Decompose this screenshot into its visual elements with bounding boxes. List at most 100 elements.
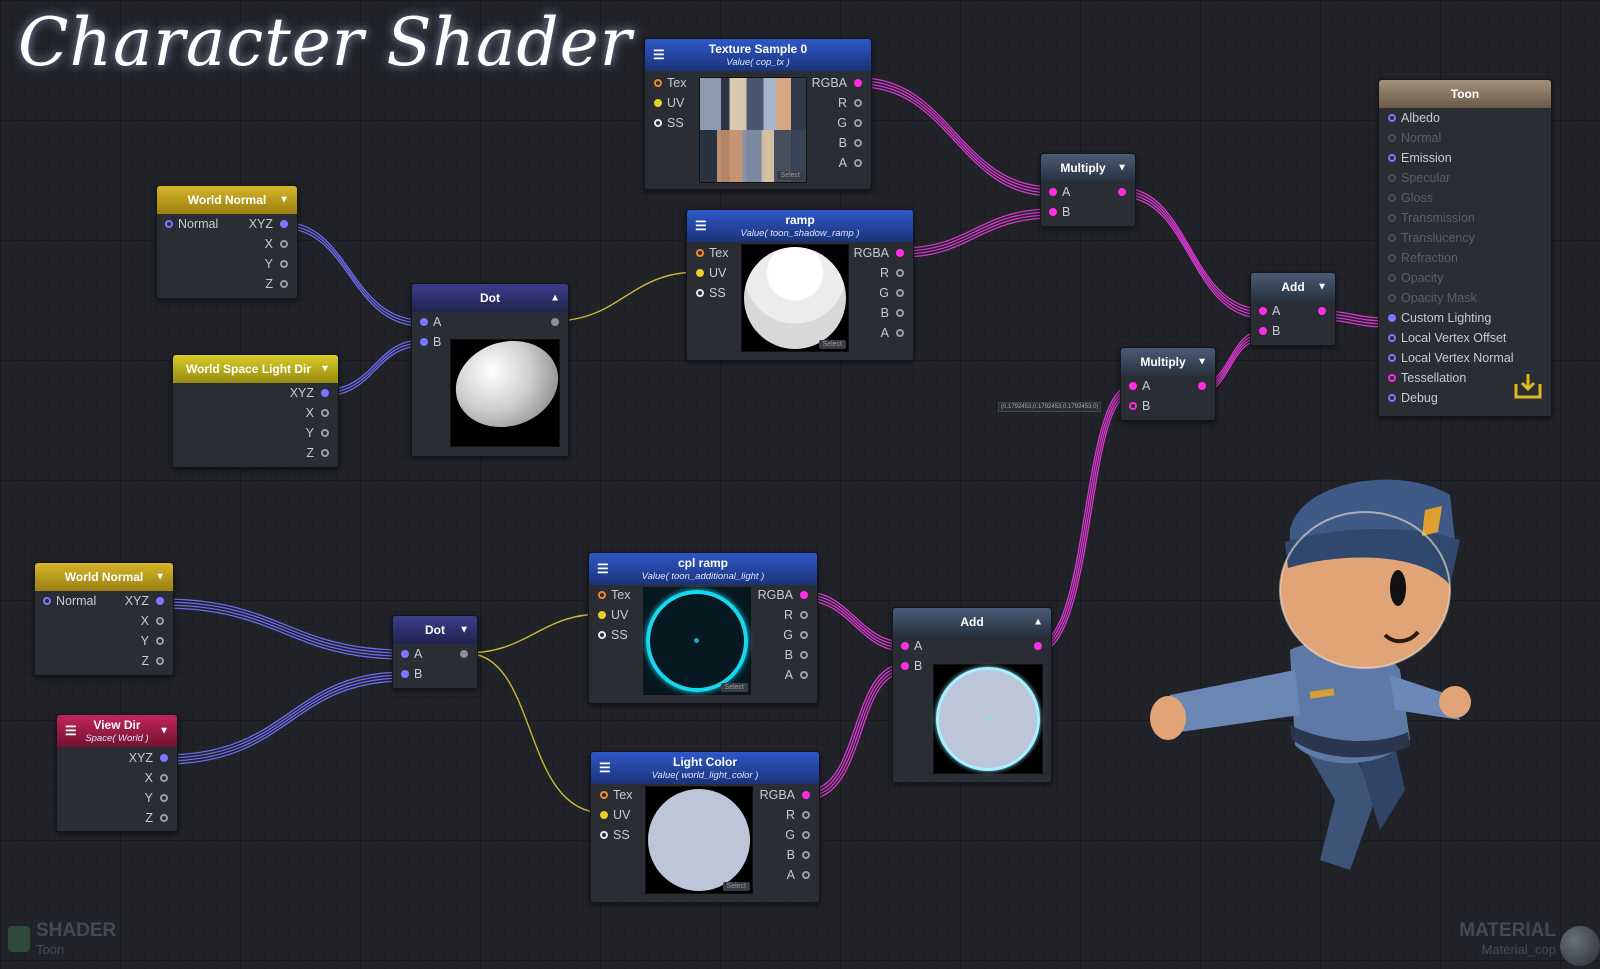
port-b[interactable]: B [420, 335, 441, 349]
port-rgba-icon[interactable] [802, 791, 810, 799]
port-tex[interactable]: Tex [654, 76, 686, 90]
port-dot-icon[interactable] [1388, 274, 1396, 282]
node-multiply-1[interactable]: Multiply ▼ A B [1040, 153, 1136, 227]
port-uv[interactable]: UV [600, 808, 630, 822]
port-dot-icon[interactable] [1388, 134, 1396, 142]
node-world-normal-2[interactable]: World Normal ▼ Normal XYZ X Y Z [34, 562, 174, 676]
port-dot-icon[interactable] [1259, 307, 1267, 315]
port-r-icon[interactable] [896, 269, 904, 277]
port-dot-icon[interactable] [1049, 188, 1057, 196]
node-header[interactable]: Multiply ▼ [1041, 154, 1135, 182]
port-dot-icon[interactable] [654, 119, 662, 127]
port-dot-icon[interactable] [1388, 374, 1396, 382]
port-dot-icon[interactable] [1388, 334, 1396, 342]
port-opacity-mask[interactable]: Opacity Mask [1388, 291, 1477, 305]
port-dot-icon[interactable] [401, 670, 409, 678]
port-emission[interactable]: Emission [1388, 151, 1452, 165]
port-local-vertex-offset[interactable]: Local Vertex Offset [1388, 331, 1506, 345]
port-y-icon[interactable] [321, 429, 329, 437]
menu-icon[interactable]: ☰ [597, 561, 609, 576]
port-ss[interactable]: SS [600, 828, 630, 842]
port-translucency[interactable]: Translucency [1388, 231, 1475, 245]
node-add-2[interactable]: Add ▲ A B [892, 607, 1052, 783]
port-z-icon[interactable] [280, 280, 288, 288]
port-g-icon[interactable] [802, 831, 810, 839]
node-header[interactable]: ☰ cpl ramp Value( toon_additional_light … [589, 553, 817, 585]
port-r-icon[interactable] [802, 811, 810, 819]
port-a-icon[interactable] [800, 671, 808, 679]
port-specular[interactable]: Specular [1388, 171, 1450, 185]
port-x-icon[interactable] [280, 240, 288, 248]
port-dot-icon[interactable] [901, 662, 909, 670]
port-normal[interactable]: Normal [43, 594, 96, 608]
cpl-ramp-preview[interactable]: Select [643, 587, 751, 695]
chevron-down-icon[interactable]: ▼ [279, 194, 289, 206]
download-icon[interactable] [1513, 372, 1543, 400]
port-dot-icon[interactable] [165, 220, 173, 228]
port-tex[interactable]: Tex [600, 788, 632, 802]
port-dot-icon[interactable] [1388, 254, 1396, 262]
port-dot-icon[interactable] [1388, 294, 1396, 302]
port-b-icon[interactable] [896, 309, 904, 317]
port-b-icon[interactable] [800, 651, 808, 659]
node-cpl-ramp[interactable]: ☰ cpl ramp Value( toon_additional_light … [588, 552, 818, 704]
node-add-1[interactable]: Add ▼ A B [1250, 272, 1336, 346]
port-dot-icon[interactable] [420, 338, 428, 346]
port-a-icon[interactable] [896, 329, 904, 337]
port-r-icon[interactable] [854, 99, 862, 107]
port-z-icon[interactable] [321, 449, 329, 457]
chevron-up-icon[interactable]: ▲ [1033, 616, 1043, 628]
node-header[interactable]: Dot ▲ [412, 284, 568, 312]
port-tessellation[interactable]: Tessellation [1388, 371, 1466, 385]
node-header[interactable]: ☰ ramp Value( toon_shadow_ramp ) [687, 210, 913, 242]
node-world-normal-1[interactable]: World Normal ▼ Normal XYZ X Y Z [156, 185, 298, 299]
node-header[interactable]: Multiply ▼ [1121, 348, 1215, 376]
port-dot-icon[interactable] [1388, 194, 1396, 202]
port-dot-icon[interactable] [600, 831, 608, 839]
port-b[interactable]: B [1259, 324, 1280, 338]
node-header[interactable]: World Space Light Dir ▼ [173, 355, 338, 383]
port-dot-icon[interactable] [1388, 394, 1396, 402]
port-b[interactable]: B [1049, 205, 1070, 219]
node-header[interactable]: Add ▲ [893, 608, 1051, 636]
chevron-down-icon[interactable]: ▼ [1197, 356, 1207, 368]
port-out-icon[interactable] [1118, 188, 1126, 196]
node-header[interactable]: Dot ▼ [393, 616, 477, 644]
port-dot-icon[interactable] [1388, 234, 1396, 242]
port-ss[interactable]: SS [598, 628, 628, 642]
menu-icon[interactable]: ☰ [65, 723, 77, 738]
port-z-icon[interactable] [156, 657, 164, 665]
port-out-icon[interactable] [551, 318, 559, 326]
select-button[interactable]: Select [818, 340, 846, 349]
chevron-up-icon[interactable]: ▲ [550, 292, 560, 304]
port-x-icon[interactable] [160, 774, 168, 782]
port-dot-icon[interactable] [43, 597, 51, 605]
select-button[interactable]: Select [720, 683, 748, 692]
port-b[interactable]: B [901, 659, 922, 673]
node-dot-1[interactable]: Dot ▲ A B [411, 283, 570, 457]
node-header[interactable]: Add ▼ [1251, 273, 1335, 301]
node-toon-output[interactable]: Toon Albedo Normal Emission Specular Glo… [1378, 79, 1552, 417]
port-uv[interactable]: UV [598, 608, 628, 622]
menu-icon[interactable]: ☰ [599, 760, 611, 775]
port-x-icon[interactable] [321, 409, 329, 417]
chevron-down-icon[interactable]: ▼ [320, 363, 330, 375]
port-albedo[interactable]: Albedo [1388, 111, 1440, 125]
port-uv[interactable]: UV [654, 96, 684, 110]
port-out-icon[interactable] [1198, 382, 1206, 390]
ramp-preview[interactable]: Select [741, 244, 849, 352]
port-xyz-icon[interactable] [156, 597, 164, 605]
port-dot-icon[interactable] [1388, 314, 1396, 322]
port-tex[interactable]: Tex [696, 246, 728, 260]
default-value-field[interactable]: (0.1792453,0.1792453,0.1792453,0) [998, 402, 1102, 412]
port-normal[interactable]: Normal [165, 217, 218, 231]
light-color-preview[interactable]: Select [645, 786, 753, 894]
chevron-down-icon[interactable]: ▼ [1117, 162, 1127, 174]
chevron-down-icon[interactable]: ▼ [1317, 281, 1327, 293]
port-dot-icon[interactable] [1388, 214, 1396, 222]
port-x-icon[interactable] [156, 617, 164, 625]
port-a[interactable]: A [1259, 304, 1280, 318]
port-dot-icon[interactable] [1129, 382, 1137, 390]
port-debug[interactable]: Debug [1388, 391, 1438, 405]
